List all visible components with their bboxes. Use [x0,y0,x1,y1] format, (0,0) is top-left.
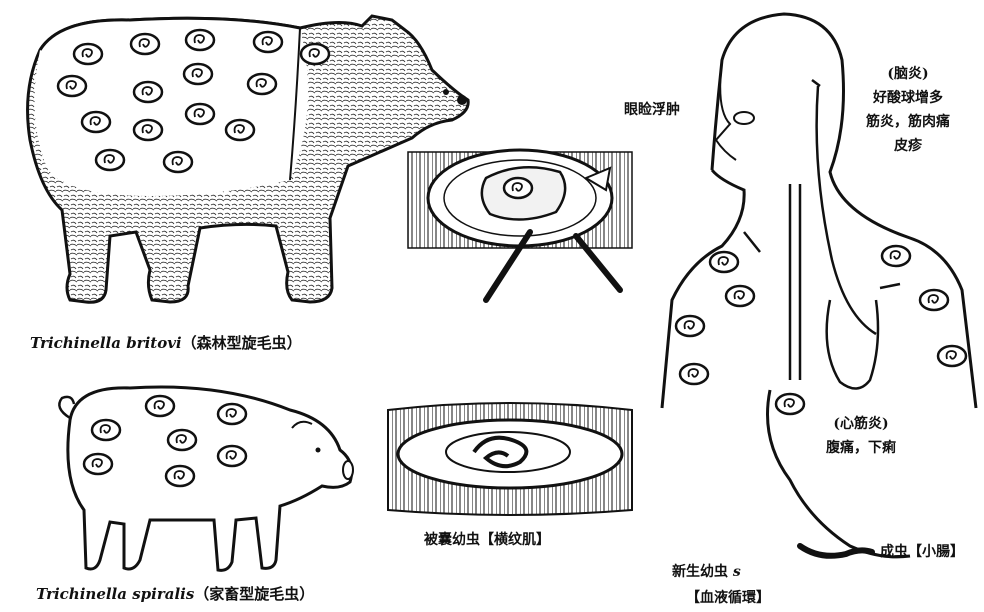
brain-symptom-line: 筋炎，筋肉痛 [866,110,950,134]
eyelid-label: 眼睑浮肿 [624,98,680,122]
heart-symptom-line: 腹痛，下痢 [826,436,896,460]
muscle-caption: 被囊幼虫【横纹肌】 [424,528,550,552]
brain-symptom-line: 好酸球增多 [866,86,950,110]
bear-caption: Trichinella britovi（森林型旋毛虫） [30,332,302,353]
larva-label: 新生幼虫 s [672,560,741,584]
bear-species-type: （森林型旋毛虫） [182,334,302,352]
brain-symptoms: (脑炎) 好酸球增多 筋炎，筋肉痛 皮疹 [866,62,950,158]
brain-symptom-line: 皮疹 [866,134,950,158]
human-cysts [676,246,966,414]
muscle-cyst-illustration [388,403,632,515]
blood-circulation-label: 【血液循環】 [686,586,770,610]
larva-text: 新生幼虫 [672,564,728,580]
pig-species-name: Trichinella spiralis [36,585,194,603]
meat-plate-illustration [408,150,632,300]
bear-illustration [28,16,469,302]
pig-species-type: （家畜型旋毛虫） [194,585,314,603]
adult-worm-label: 成虫【小腸】 [880,540,964,564]
larva-worm-icon: s [733,564,741,580]
heart-symptoms: (心筋炎) 腹痛，下痢 [826,412,896,460]
heart-symptom-line: (心筋炎) [826,412,896,436]
brain-symptom-line: (脑炎) [866,62,950,86]
pig-caption: Trichinella spiralis（家畜型旋毛虫） [36,583,314,604]
pig-illustration [59,387,353,570]
bear-species-name: Trichinella britovi [30,334,182,352]
